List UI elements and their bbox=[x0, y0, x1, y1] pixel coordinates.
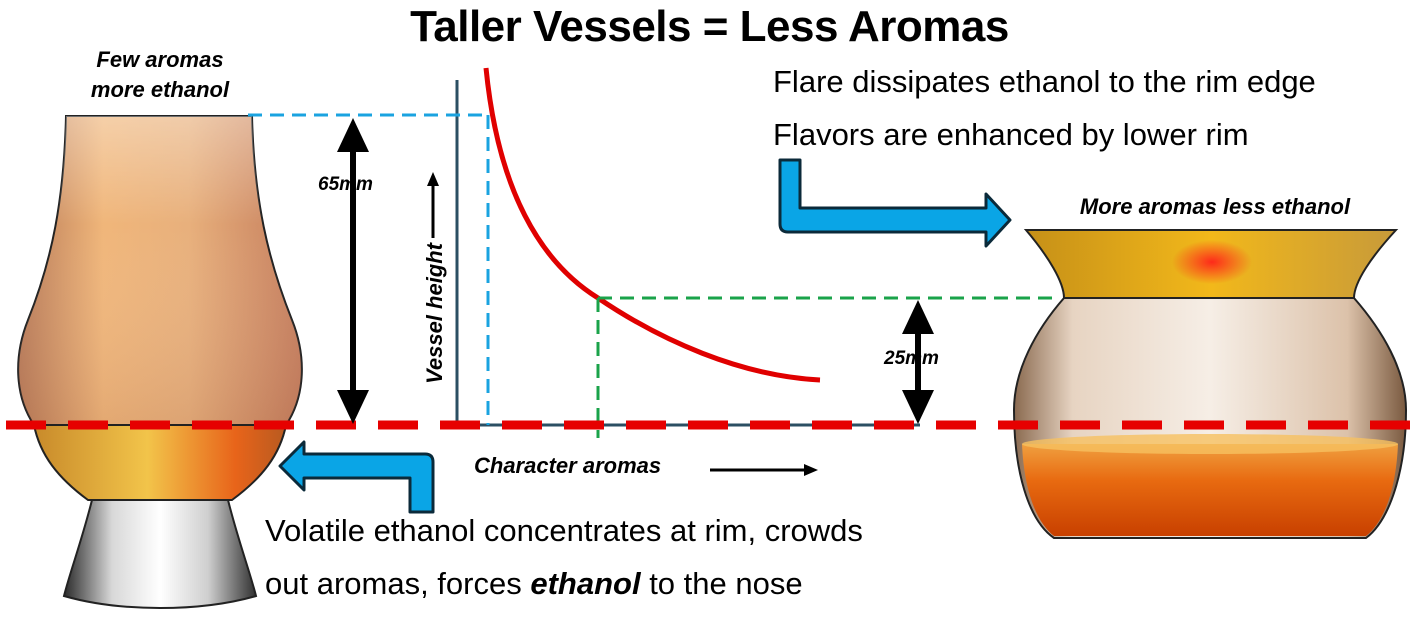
flared-glass bbox=[1014, 230, 1406, 538]
flavors-note: Flavors are enhanced by lower rim bbox=[773, 108, 1249, 161]
tall-glass-label: Few aromas more ethanol bbox=[70, 45, 250, 105]
height-aroma-curve bbox=[486, 68, 820, 380]
volatile-note-post: to the nose bbox=[641, 566, 803, 601]
flare-arrow bbox=[780, 160, 1010, 246]
volatile-note-emphasis: ethanol bbox=[530, 566, 640, 601]
x-axis-direction-arrow bbox=[710, 464, 818, 476]
volatile-note-line2: out aromas, forces ethanol to the nose bbox=[265, 557, 803, 610]
height-25mm-label: 25mm bbox=[884, 348, 939, 370]
tall-glass-label-line2: more ethanol bbox=[70, 75, 250, 105]
tall-glass bbox=[18, 116, 302, 608]
height-65mm-label: 65mm bbox=[318, 174, 373, 196]
y-axis-label: Vessel height bbox=[422, 243, 448, 384]
y-axis-direction-arrow bbox=[427, 172, 439, 238]
volatile-arrow bbox=[280, 442, 433, 512]
tall-glass-label-line1: Few aromas bbox=[70, 45, 250, 75]
tall-glass-liquid bbox=[34, 425, 286, 500]
height-65mm-arrow bbox=[337, 118, 369, 424]
flare-note: Flare dissipates ethanol to the rim edge bbox=[773, 55, 1316, 108]
volatile-note-pre: out aromas, forces bbox=[265, 566, 530, 601]
volatile-note-line1: Volatile ethanol concentrates at rim, cr… bbox=[265, 504, 863, 557]
flared-glass-liquid bbox=[1022, 444, 1398, 536]
x-axis-label: Character aromas bbox=[474, 453, 661, 479]
flared-glass-label: More aromas less ethanol bbox=[1030, 194, 1400, 220]
tall-glass-base bbox=[64, 500, 256, 608]
